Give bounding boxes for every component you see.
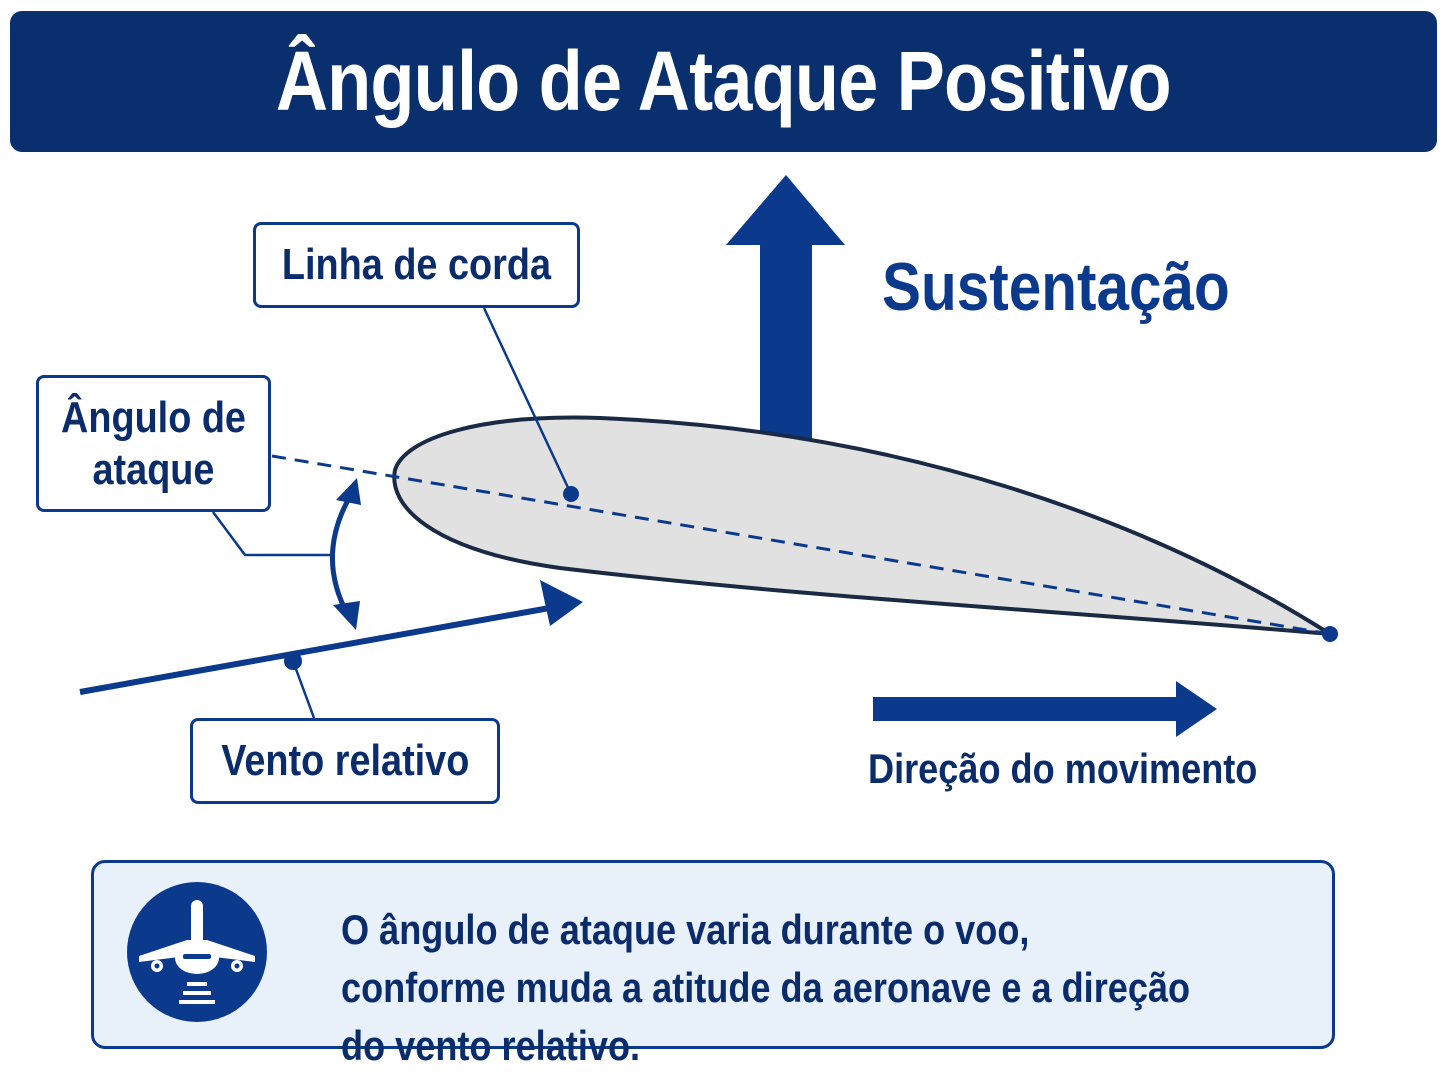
- page-title: Ângulo de Ataque Positivo: [276, 34, 1172, 128]
- chord-line-label: Linha de corda: [253, 222, 580, 308]
- angle-arc-arrowhead-bottom: [333, 601, 360, 630]
- chord-leader-line: [482, 307, 573, 495]
- angle-arc-arrowhead-top: [336, 478, 361, 505]
- angle-of-attack-label: Ângulo de ataque: [36, 375, 271, 512]
- info-text: O ângulo de ataque varia durante o voo, …: [341, 906, 1191, 1069]
- title-banner: Ângulo de Ataque Positivo: [10, 11, 1437, 152]
- chord-line: [271, 454, 1331, 636]
- motion-direction-label: Direção do movimento: [868, 745, 1258, 792]
- angle-arc: [330, 491, 355, 617]
- relative-wind-line: [79, 604, 556, 695]
- motion-direction-arrow: [873, 681, 1217, 737]
- airfoil-shape: [392, 415, 1332, 636]
- aoa-leader-line: [211, 511, 332, 557]
- wind-leader-line: [291, 660, 316, 719]
- lift-label: Sustentação: [882, 249, 1230, 325]
- chord-leader-dot: [563, 486, 579, 502]
- relative-wind-arrowhead: [540, 580, 583, 626]
- lift-arrow: [726, 175, 845, 440]
- airplane-icon: [127, 882, 267, 1022]
- info-panel: O ângulo de ataque varia durante o voo, …: [91, 860, 1335, 1069]
- trailing-edge-dot: [1322, 626, 1338, 642]
- relative-wind-label: Vento relativo: [190, 718, 500, 804]
